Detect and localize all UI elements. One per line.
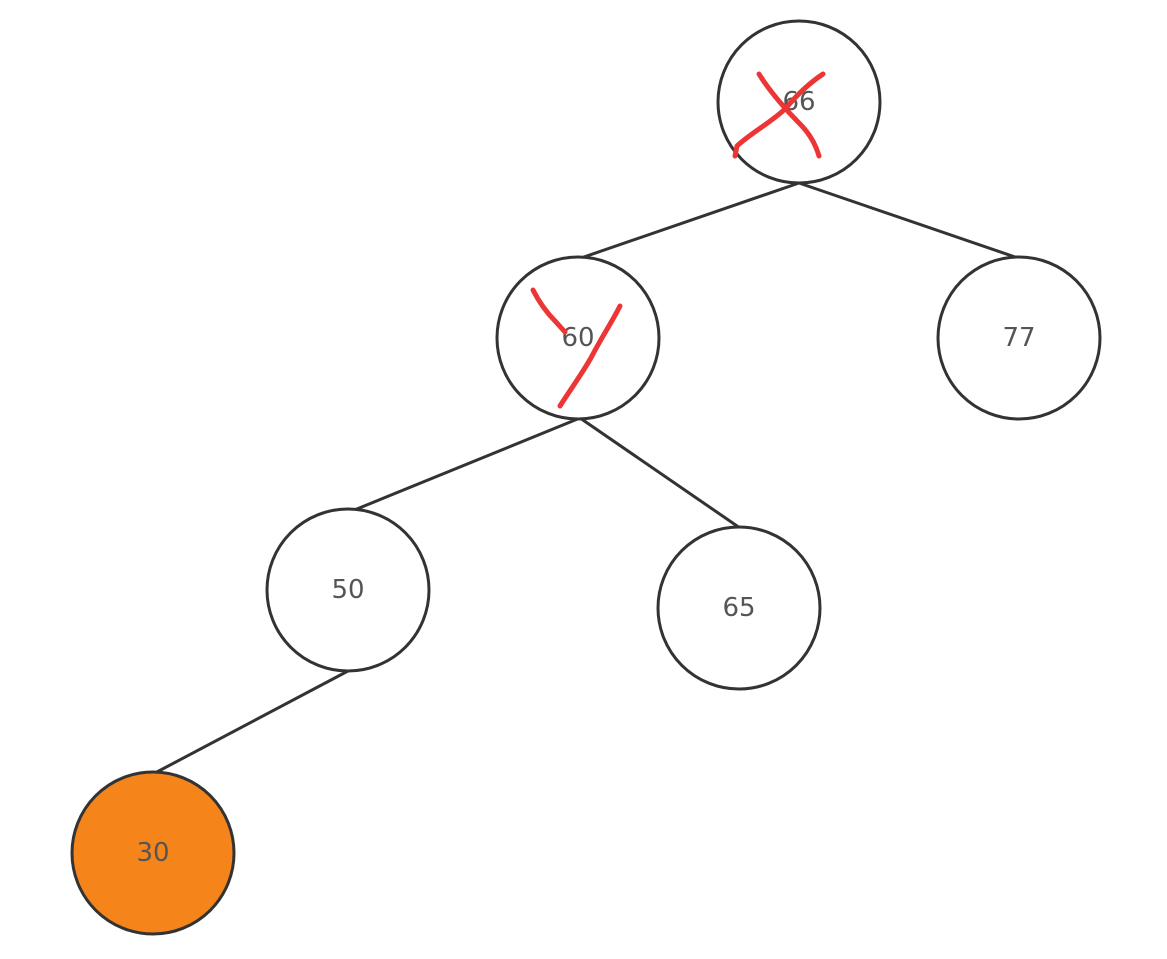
tree-edges (154, 181, 1019, 775)
node-label: 50 (331, 575, 364, 605)
node-circle-highlighted (70, 770, 236, 936)
edge-66-60 (580, 181, 800, 260)
edge-60-65 (579, 416, 741, 530)
tree-node-50: 50 (265, 507, 431, 673)
edge-66-77 (798, 181, 1019, 260)
edge-50-30 (154, 669, 349, 775)
tree-node-66: 66 (716, 19, 882, 185)
node-circle (656, 525, 822, 691)
tree-node-65: 65 (656, 525, 822, 691)
cross-mark-icon (732, 71, 826, 159)
edge-60-50 (351, 416, 581, 513)
node-label: 77 (1002, 323, 1035, 353)
check-mark-stroke-1 (530, 287, 568, 335)
node-label: 60 (561, 323, 594, 353)
cross-mark-stroke-1 (756, 71, 822, 159)
cross-mark-stroke-2 (732, 71, 826, 159)
node-label: 65 (722, 593, 755, 623)
check-mark-stroke-2 (557, 303, 623, 409)
check-mark-icon (530, 287, 623, 409)
node-circle (716, 19, 882, 185)
tree-node-30: 30 (70, 770, 236, 936)
node-circle (936, 255, 1102, 421)
tree-node-77: 77 (936, 255, 1102, 421)
tree-node-60: 60 (495, 255, 661, 421)
node-circle (265, 507, 431, 673)
node-label: 30 (136, 838, 169, 868)
